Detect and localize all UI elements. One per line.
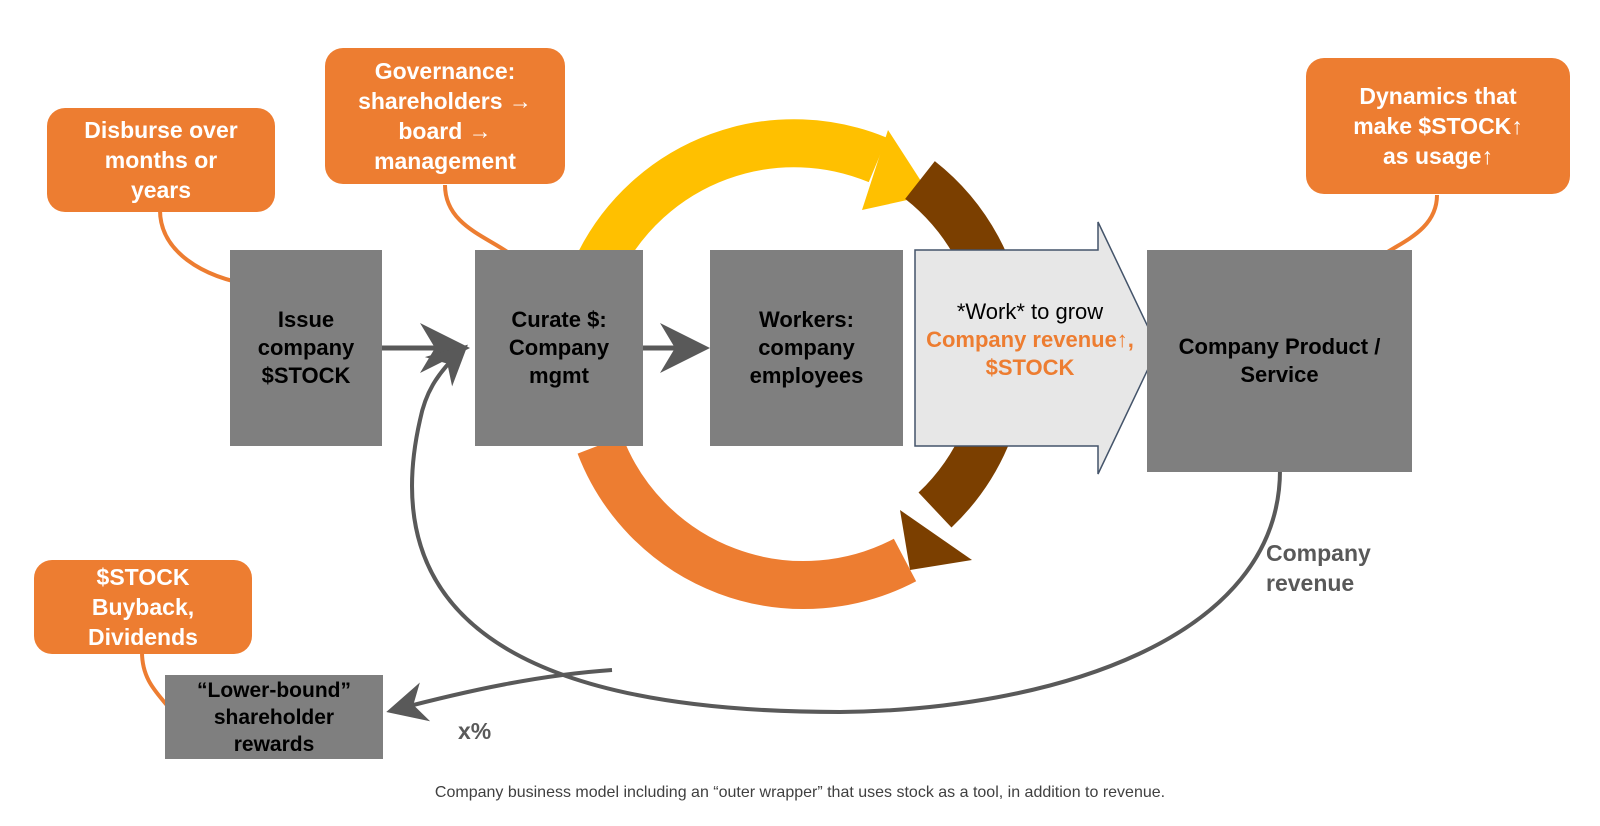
big-arrow-line-1: *Work* to grow xyxy=(956,299,1104,324)
box-curate-line-3: mgmt xyxy=(529,363,589,388)
box-issue-line-1: Issue xyxy=(277,307,335,332)
callout-governance-line-4: management xyxy=(374,148,516,174)
figure-caption: Company business model including an “out… xyxy=(434,784,1166,801)
callout-governance-line-1: Governance: xyxy=(374,58,516,84)
label-company-revenue-line-1: Company xyxy=(1266,540,1371,566)
callout-dynamics-line-3: as usage↑ xyxy=(1383,143,1493,169)
box-curate-mgmt: Curate $: Company mgmt xyxy=(475,250,643,446)
callout-governance-line-3: board → xyxy=(398,118,492,144)
big-arrow-line-2: Company revenue↑, xyxy=(926,327,1134,352)
connector-revenue-loop xyxy=(410,344,1282,715)
box-shareholder-rewards: “Lower-bound” shareholder rewards xyxy=(165,675,383,759)
label-company-revenue-line-2: revenue xyxy=(1266,570,1355,596)
box-product-line-1: Company Product / xyxy=(1178,334,1381,359)
box-issue-line-2: company xyxy=(257,335,355,360)
box-workers-line-3: employees xyxy=(749,363,864,388)
connector-to-rewards xyxy=(386,668,613,722)
box-curate-line-1: Curate $: xyxy=(511,307,607,332)
box-workers-line-1: Workers: xyxy=(759,307,854,332)
callout-disburse-line-2: months or xyxy=(104,147,218,173)
callout-buyback-line-2: Buyback, xyxy=(91,594,195,620)
big-arrow-text: *Work* to grow Company revenue↑, $STOCK xyxy=(914,298,1146,382)
callout-buyback-line-1: $STOCK xyxy=(96,564,190,590)
callout-disburse: Disburse over months or years xyxy=(47,108,275,212)
cycle-arrowhead-brown xyxy=(900,510,972,570)
callout-buyback-line-3: Dividends xyxy=(88,624,198,650)
cycle-arc-yellow xyxy=(578,119,888,274)
cycle-arc-orange xyxy=(577,436,917,609)
label-percent: x% xyxy=(458,718,492,744)
callout-buyback: $STOCK Buyback, Dividends xyxy=(34,560,252,654)
box-curate-line-2: Company xyxy=(508,335,610,360)
box-workers: Workers: company employees xyxy=(710,250,903,446)
big-work-arrow xyxy=(914,221,1159,475)
callout-dynamics: Dynamics that make $STOCK↑ as usage↑ xyxy=(1306,58,1570,194)
box-rewards-line-1: “Lower-bound” xyxy=(197,678,351,702)
label-company-revenue: Company revenue xyxy=(1266,538,1371,598)
callout-disburse-line-3: years xyxy=(130,177,192,203)
callout-dynamics-line-2: make $STOCK↑ xyxy=(1353,113,1523,139)
callout-disburse-line-1: Disburse over xyxy=(84,117,238,143)
box-rewards-line-2: shareholder xyxy=(213,705,335,729)
box-product-service: Company Product / Service xyxy=(1147,250,1412,472)
box-product-line-2: Service xyxy=(1240,362,1319,387)
box-issue-line-3: $STOCK xyxy=(261,363,351,388)
box-workers-line-2: company xyxy=(758,335,855,360)
callout-dynamics-line-1: Dynamics that xyxy=(1359,83,1517,109)
callout-governance-line-2: shareholders → xyxy=(358,88,532,114)
callout-governance: Governance: shareholders → board → manag… xyxy=(325,48,565,184)
box-issue-stock: Issue company $STOCK xyxy=(230,250,382,446)
box-rewards-line-3: rewards xyxy=(233,732,315,756)
big-arrow-line-3: $STOCK xyxy=(985,355,1075,380)
